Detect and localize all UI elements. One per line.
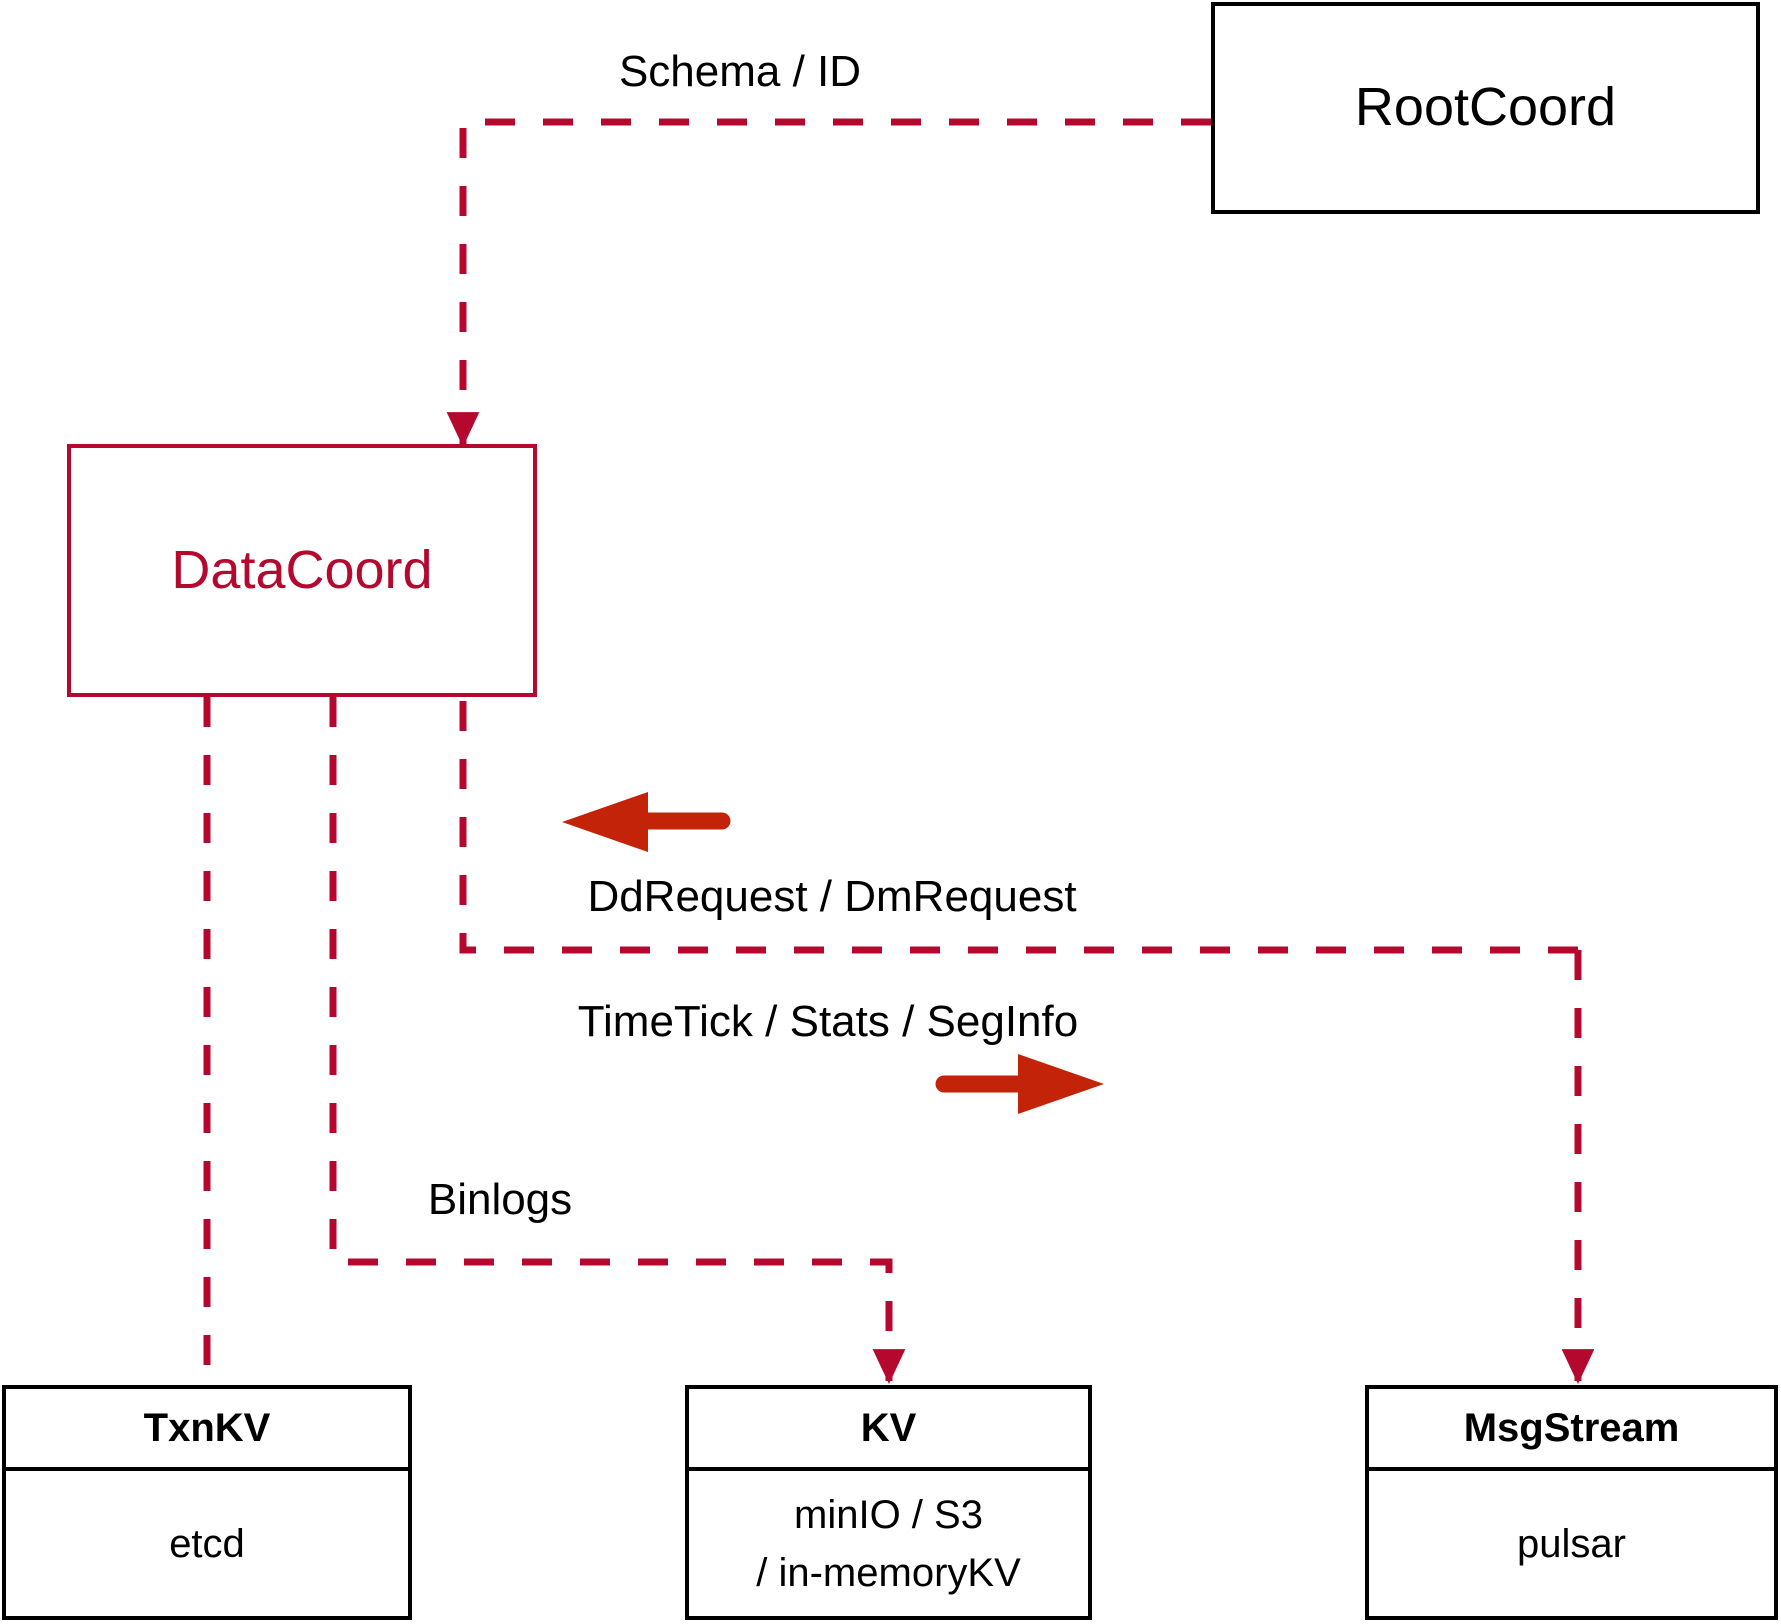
node-datacoord-label: DataCoord bbox=[171, 539, 433, 600]
node-kv-body-line-0: minIO / S3 bbox=[794, 1492, 983, 1537]
edge-msgstream-to-datacoord bbox=[446, 628, 1578, 954]
node-kv-body-line-1: / in-memoryKV bbox=[756, 1550, 1021, 1595]
edge-label-schema-id: Schema / ID bbox=[618, 47, 862, 96]
node-msgstream[interactable]: MsgStream pulsar bbox=[1365, 1385, 1778, 1620]
node-txnkv[interactable]: TxnKV etcd bbox=[2, 1385, 412, 1620]
direction-arrow-incoming bbox=[562, 792, 731, 852]
node-datacoord[interactable]: DataCoord bbox=[67, 444, 537, 697]
node-kv-header: KV bbox=[689, 1389, 1088, 1471]
node-msgstream-body: pulsar bbox=[1369, 1471, 1774, 1616]
node-msgstream-body-line-0: pulsar bbox=[1517, 1521, 1626, 1566]
node-txnkv-header: TxnKV bbox=[6, 1389, 408, 1471]
node-msgstream-header: MsgStream bbox=[1369, 1389, 1774, 1471]
node-kv[interactable]: KV minIO / S3 / in-memoryKV bbox=[685, 1385, 1092, 1620]
node-txnkv-header-label: TxnKV bbox=[143, 1405, 271, 1450]
node-msgstream-header-label: MsgStream bbox=[1463, 1405, 1680, 1450]
direction-arrow-outgoing bbox=[935, 1054, 1104, 1114]
edge-schema-id bbox=[446, 118, 1211, 448]
node-rootcoord[interactable]: RootCoord bbox=[1211, 2, 1760, 214]
node-kv-header-label: KV bbox=[860, 1405, 917, 1450]
edge-datacoord-to-kv-binlogs bbox=[329, 697, 906, 1385]
node-rootcoord-label: RootCoord bbox=[1354, 77, 1617, 138]
edge-label-dd-dm-request: DdRequest / DmRequest bbox=[587, 872, 1077, 921]
node-txnkv-body-line-0: etcd bbox=[169, 1521, 245, 1566]
node-kv-body: minIO / S3 / in-memoryKV bbox=[689, 1471, 1088, 1616]
edge-label-timetick-stats-seginfo: TimeTick / Stats / SegInfo bbox=[577, 997, 1079, 1046]
edge-label-binlogs: Binlogs bbox=[427, 1175, 573, 1224]
node-txnkv-body: etcd bbox=[6, 1471, 408, 1616]
